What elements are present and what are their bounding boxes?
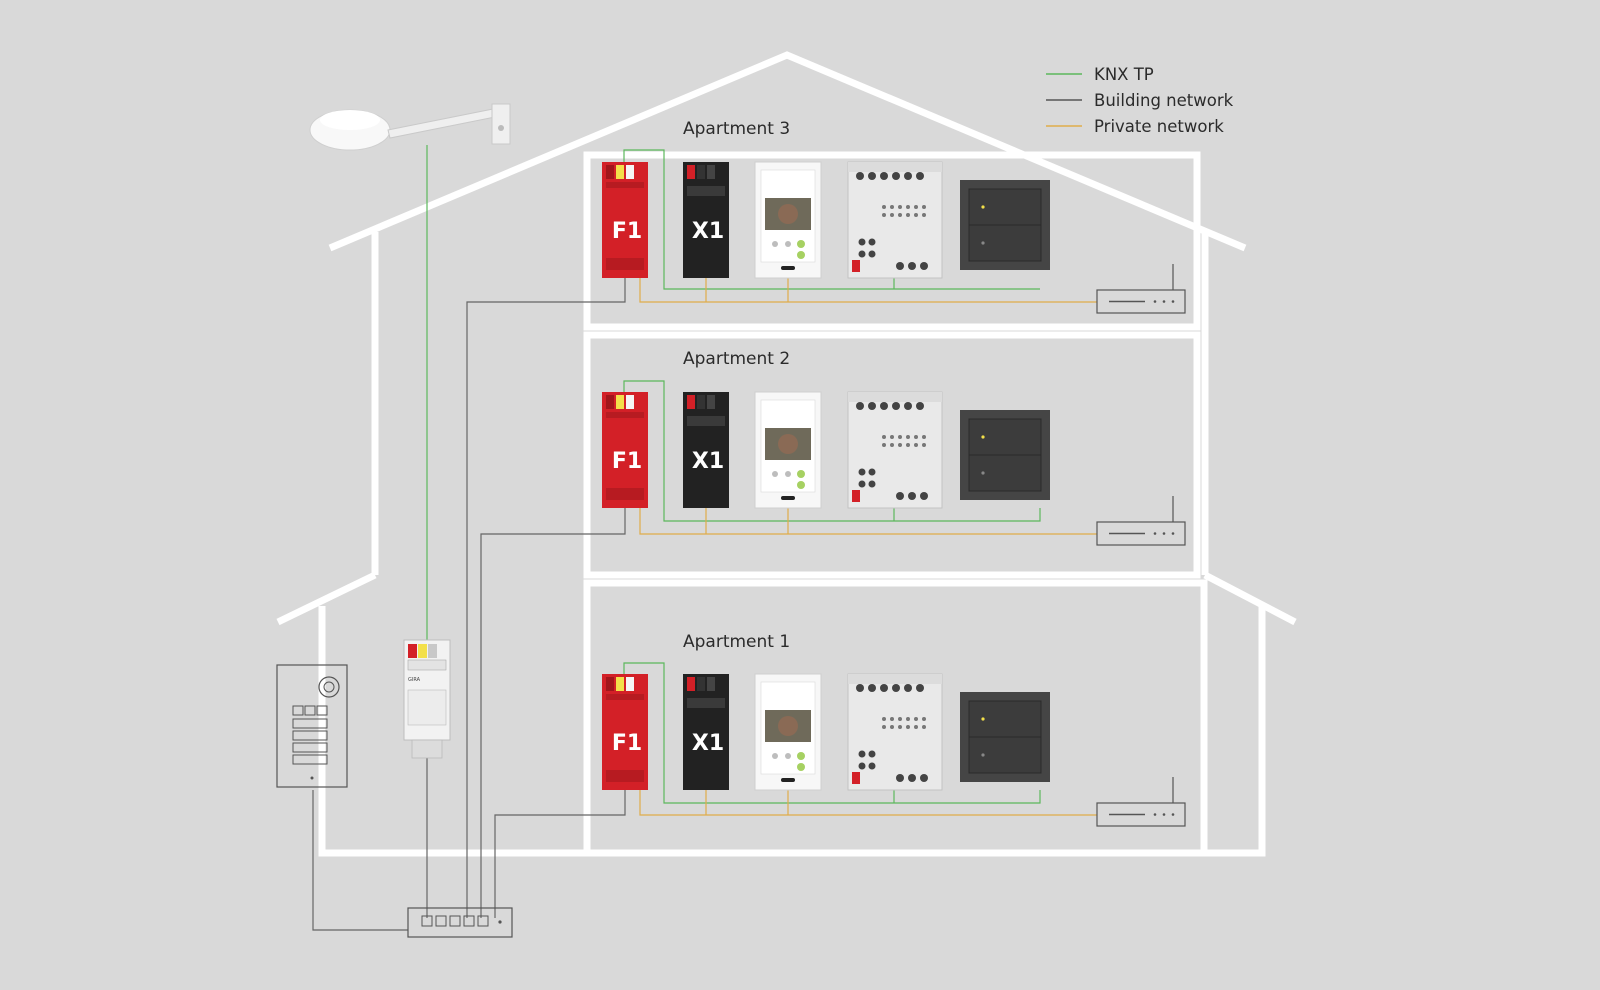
- x1-server-icon: [683, 674, 729, 790]
- actuator-icon: [847, 161, 943, 279]
- ip-router-brand: GIRA: [408, 677, 421, 683]
- lower-roof-left: [276, 571, 377, 626]
- f1-module-icon: [602, 392, 648, 508]
- router-icon: [1096, 776, 1186, 827]
- x1-server-icon: [683, 392, 729, 508]
- legend-item-building: Building network: [1046, 91, 1234, 110]
- touch-panel-icon: [754, 161, 822, 279]
- legend-label-building: Building network: [1094, 91, 1234, 110]
- building-network-lines: [312, 278, 626, 931]
- apartment-1-frame: [583, 579, 1208, 857]
- apartment-2-frame: [583, 331, 1201, 579]
- actuator-icon: [847, 391, 943, 509]
- apartment-2-title: Apartment 2: [683, 349, 790, 369]
- f1-module-icon: [602, 674, 648, 790]
- legend-label-knx: KNX TP: [1094, 65, 1154, 84]
- apartment-3-frame: [583, 151, 1201, 331]
- apartment-2-devices: [602, 391, 1186, 546]
- lower-roof-right: [1203, 571, 1297, 626]
- touch-panel-icon: [754, 391, 822, 509]
- network-switch-icon: [407, 907, 513, 938]
- x1-server-icon: [683, 162, 729, 278]
- ip-router-icon: GIRA: [403, 639, 451, 759]
- push-button-icon: [959, 179, 1051, 271]
- apartment-1-title: Apartment 1: [683, 632, 790, 652]
- f1-module-icon: [602, 162, 648, 278]
- apartment-3-title: Apartment 3: [683, 119, 790, 139]
- touch-panel-icon: [754, 673, 822, 791]
- knx-lines: [426, 145, 1041, 804]
- house-outline: [276, 51, 1297, 857]
- legend-item-private: Private network: [1046, 117, 1224, 136]
- push-button-icon: [959, 691, 1051, 783]
- push-button-icon: [959, 409, 1051, 501]
- legend-label-private: Private network: [1094, 117, 1224, 136]
- legend-item-knx: KNX TP: [1046, 65, 1154, 84]
- router-icon: [1096, 495, 1186, 546]
- actuator-icon: [847, 673, 943, 791]
- legend: KNX TP Building network Private network: [1046, 65, 1234, 136]
- weather-station-icon: [309, 103, 511, 151]
- door-station-icon: [276, 664, 348, 788]
- roof-top-line: [328, 51, 1247, 252]
- private-network-lines: [639, 278, 1097, 816]
- router-icon: [1096, 263, 1186, 314]
